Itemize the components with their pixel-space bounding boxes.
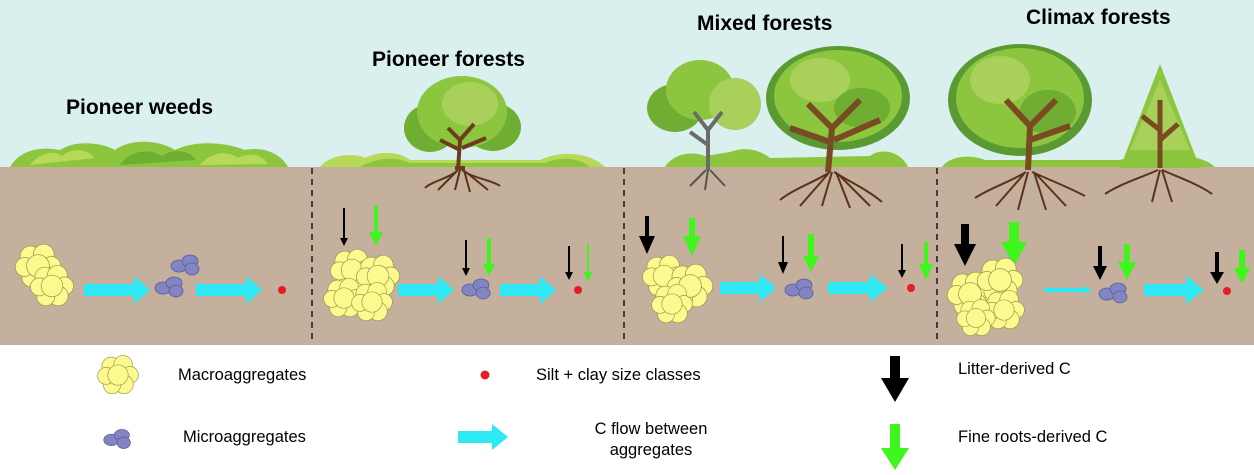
legend-c-flow-label: C flow between aggregates (546, 419, 756, 461)
climax-forest-soil-processes (946, 222, 1250, 337)
roots-c-arrow (919, 242, 933, 280)
roots-c-arrow (584, 244, 592, 282)
litter-c-arrow (340, 208, 348, 246)
stage-title-pioneer-weeds: Pioneer weeds (66, 96, 214, 119)
silt-clay-particle (278, 286, 286, 294)
legend-symbols (97, 355, 909, 470)
roots-c-arrow (369, 206, 383, 246)
legend-microaggregate-symbol (103, 428, 131, 449)
c-flow-arrow (1144, 276, 1204, 304)
roots-c-arrow (683, 218, 701, 256)
litter-c-arrow (954, 224, 976, 266)
c-flow-arrow (398, 276, 454, 304)
roots-c-arrow (1118, 244, 1136, 280)
legend-roots-label: Fine roots-derived C (958, 428, 1108, 446)
legend-c-flow-arrow (458, 424, 508, 450)
litter-c-arrow (462, 240, 470, 276)
tree (948, 44, 1092, 211)
litter-c-arrow (1210, 252, 1224, 284)
tree (766, 46, 910, 209)
roots-c-arrow (803, 234, 819, 272)
legend-macroaggregate-symbol (97, 355, 139, 395)
mixed-forest-soil-processes (639, 216, 933, 324)
roots-c-arrow (1234, 250, 1250, 284)
c-flow-arrow (500, 276, 556, 304)
stage-title-pioneer-forests: Pioneer forests (372, 48, 525, 71)
litter-c-arrow (1093, 246, 1107, 280)
silt-clay-particle (907, 284, 915, 292)
c-flow-arrow (720, 274, 776, 302)
legend-litter-arrow (881, 356, 909, 402)
litter-c-arrow (898, 244, 906, 278)
stage-title-mixed-forests: Mixed forests (697, 12, 833, 35)
litter-c-arrow (565, 246, 573, 280)
tree (647, 60, 761, 191)
stage-title-climax-forests: Climax forests (1026, 6, 1171, 29)
legend-c-flow-label-line2: aggregates (609, 441, 693, 459)
pioneer-weeds-vegetation (10, 141, 288, 167)
legend-silt-clay-label: Silt + clay size classes (536, 366, 701, 384)
legend-litter-label: Litter-derived C (958, 360, 1071, 378)
tree (404, 76, 521, 193)
silt-clay-particle (1223, 287, 1231, 295)
legend-silt-clay-symbol (480, 370, 490, 380)
c-flow-arrow (1044, 286, 1092, 294)
roots-c-arrow (1001, 222, 1027, 266)
mixed-forest-vegetation (647, 46, 910, 209)
legend-c-flow-label-line1: C flow between (594, 420, 708, 438)
tree (1104, 64, 1213, 203)
legend-microaggregates-label: Microaggregates (183, 428, 306, 446)
climax-forest-vegetation (942, 44, 1215, 211)
pioneer-forest-vegetation (320, 76, 605, 193)
litter-c-arrow (639, 216, 655, 254)
soil-layer (0, 167, 1254, 345)
pioneer-weeds-soil-processes (14, 243, 286, 307)
c-flow-arrow (84, 276, 150, 304)
legend-roots-arrow (881, 424, 909, 470)
silt-clay-particle (574, 286, 582, 294)
litter-c-arrow (778, 236, 788, 274)
c-flow-arrow (196, 276, 262, 304)
roots-c-arrow (483, 238, 495, 276)
c-flow-arrow (828, 274, 888, 302)
legend-macroaggregates-label: Macroaggregates (178, 366, 307, 384)
pioneer-forest-soil-processes (323, 206, 592, 322)
